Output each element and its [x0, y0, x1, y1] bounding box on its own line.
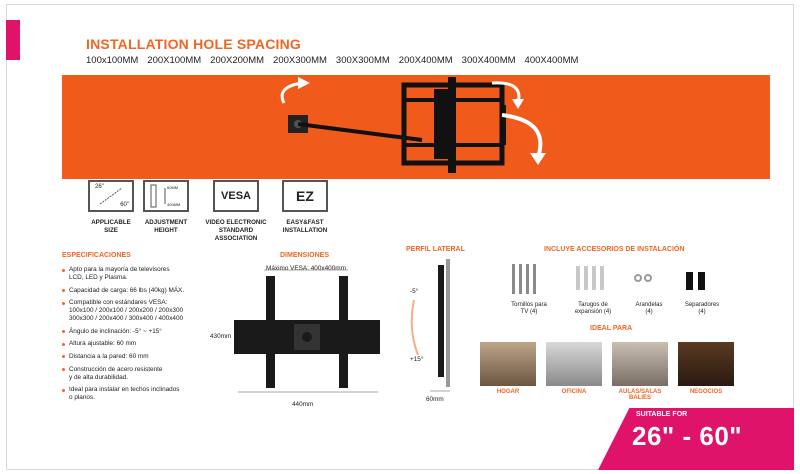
room-label: OFICINA — [561, 389, 587, 395]
feature-label: VIDEO ELECTRONIC STANDARD ASSOCIATION — [205, 219, 267, 242]
product-banner — [62, 75, 770, 179]
bracket-front-drawing — [234, 269, 380, 393]
size-item: 200X200MM — [210, 55, 265, 66]
specs-heading: ESPECIFICACIONES — [62, 252, 131, 259]
angle-bottom-label: +15° — [410, 356, 424, 363]
spec-item: Apto para la mayoría de televisores LCD,… — [62, 266, 202, 282]
max-vesa-label: Máximo VESA: 400x400mm — [266, 265, 346, 272]
specs-list: Apto para la mayoría de televisores LCD,… — [62, 266, 202, 407]
room-label: HOGAR — [496, 389, 520, 395]
feature-text: 400MM — [167, 202, 181, 207]
accessory-label: Separadores (4) — [684, 302, 720, 315]
feature-label: APPLICABLE SIZE — [91, 219, 131, 234]
accessories-heading: INCLUYE ACCESORIOS DE INSTALACIÓN — [544, 246, 685, 253]
mount-illustration — [280, 77, 546, 173]
spec-item: Distancia a la pared: 60 mm — [62, 353, 202, 361]
suitable-range: 26" - 60" — [632, 421, 743, 451]
size-item: 100x100MM — [86, 55, 139, 66]
feature-applicable-size: 26" 60" APPLICABLE SIZE — [71, 180, 151, 235]
room-photo-home — [480, 342, 536, 386]
feature-text: 60" — [120, 202, 129, 208]
accessories-illustration — [512, 264, 705, 294]
room-photo-office — [546, 342, 602, 386]
spacer-icon — [686, 272, 705, 290]
size-item: 200X400MM — [398, 55, 453, 66]
spec-item: Capacidad de carga: 66 lbs (40kg) MÁX. — [62, 287, 202, 295]
spec-item: Construcción de acero resistente y de al… — [62, 366, 202, 382]
page-title: INSTALLATION HOLE SPACING — [86, 36, 301, 52]
feature-text: EZ — [296, 188, 314, 204]
ez-icon: EZ — [282, 180, 328, 212]
anchor-icon — [576, 266, 604, 290]
room-label: AULAS/SALAS BALIES — [618, 389, 662, 401]
size-item: 200X100MM — [147, 55, 202, 66]
profile-heading: PERFIL LATERAL — [406, 246, 465, 253]
spec-item: Ideal para instalar en techos inclinados… — [62, 386, 202, 402]
accessory-label: Tarugos de expansión (4) — [574, 302, 612, 315]
feature-easy-installation: EZ EASY&FAST INSTALLATION — [265, 180, 345, 235]
washer-icon — [634, 274, 652, 282]
dimensions-heading: DIMENSIONES — [280, 252, 330, 259]
feature-text: 26" — [95, 184, 104, 190]
size-item: 300X400MM — [461, 55, 516, 66]
screen-size-icon: 26" 60" — [88, 180, 134, 212]
profile-drawing — [410, 259, 450, 392]
feature-adjustment-height: 60MM 400MM ADJUSTMENT HEIGHT — [126, 180, 206, 235]
spec-item: Compatible con estándares VESA: 100x100 … — [62, 299, 202, 323]
suitable-label: SUITABLE FOR — [636, 411, 688, 418]
pink-strip — [6, 20, 20, 60]
feature-label: EASY&FAST INSTALLATION — [282, 219, 328, 234]
accessory-label: Arandelas (4) — [635, 302, 663, 315]
feature-text: 60MM — [167, 185, 179, 190]
vesa-icon: VESA — [213, 180, 259, 212]
room-photo-classroom — [612, 342, 668, 386]
adjustment-height-icon: 60MM 400MM — [143, 180, 189, 212]
spec-item: Ángulo de inclinación: -5° ~ +15° — [62, 328, 202, 336]
room-photo-business — [678, 342, 734, 386]
height-label: 430mm — [210, 333, 232, 340]
size-item: 400X400MM — [524, 55, 579, 66]
width-label: 440mm — [292, 401, 314, 408]
feature-text: VESA — [221, 190, 251, 202]
accessory-label: Tornillos para TV (4) — [511, 302, 547, 315]
size-item: 300X300MM — [335, 55, 390, 66]
feature-vesa: VESA VIDEO ELECTRONIC STANDARD ASSOCIATI… — [196, 180, 276, 243]
size-item: 200X300MM — [273, 55, 327, 66]
room-label: NEGOCIOS — [689, 389, 723, 395]
spec-item: Altura ajustable: 60 mm — [62, 340, 202, 348]
screw-icon — [512, 264, 536, 294]
angle-top-label: -5° — [410, 288, 419, 295]
suitable-badge — [598, 408, 794, 470]
size-list: 100x100MM 200X100MM 200X200MM 200X300MM … — [86, 55, 578, 66]
depth-label: 60mm — [426, 396, 444, 403]
ideal-heading: IDEAL PARA — [590, 325, 633, 332]
feature-label: ADJUSTMENT HEIGHT — [144, 219, 188, 234]
